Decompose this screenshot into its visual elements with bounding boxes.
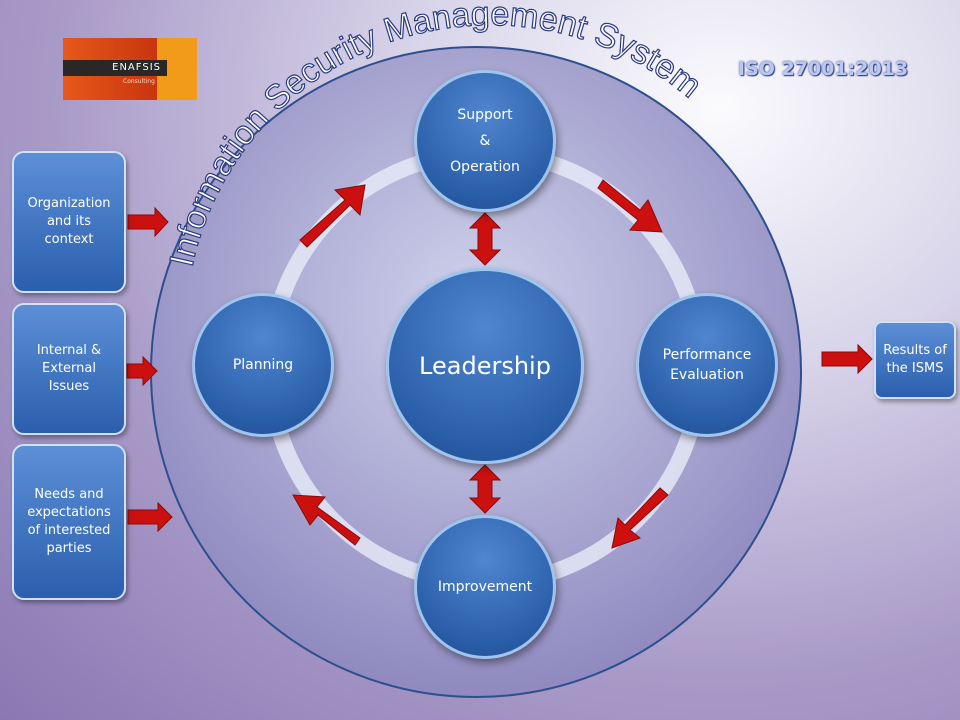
arrow-leadership-improvement [468,464,502,514]
line: Support [457,107,513,123]
arrow-support-performance [597,179,663,233]
line: Issues [48,379,90,394]
arrow-improvement-planning [292,494,361,546]
arrow-input-1 [127,206,169,238]
box-text: Needs and expectations of interested partie… [27,486,111,558]
node-improvement: Improvement [414,515,556,659]
line: Evaluation [670,367,744,383]
line: & [479,133,491,149]
box-text: Results of the ISMS [883,342,947,378]
node-leadership: Leadership [386,268,584,464]
line: Results of [883,343,947,358]
line: parties [46,541,92,556]
line: External [42,361,96,376]
line: Performance [662,347,752,363]
line: and its [46,214,92,229]
line: Operation [450,159,520,175]
cycle-arrows [126,179,873,549]
line: Organization [27,196,111,211]
arrow-input-2 [126,355,158,387]
enafsis-logo: ENAFSIS Consulting [63,38,197,100]
line: context [44,232,94,247]
arrow-performance-improvement [611,487,669,549]
logo-tagline: Consulting [123,78,155,85]
line: Internal & [36,343,102,358]
arrow-output [821,343,873,375]
input-interested-parties: Needs and expectations of interested partie… [12,444,126,600]
arrow-support-leadership [468,212,502,266]
output-results: Results of the ISMS [874,321,956,399]
node-support-operation: Support & Operation [414,70,556,212]
standard-label: ISO 27001:2013 [738,58,909,80]
node-text: Support & Operation [450,102,520,180]
logo-name: ENAFSIS [63,60,167,76]
input-organization-context: Organization and its context [12,151,126,293]
arrow-planning-support [299,184,366,248]
arrow-input-3 [127,501,173,533]
node-planning: Planning [192,293,334,437]
line: Needs and [34,487,104,502]
line: the ISMS [886,361,944,376]
line: of interested [27,523,111,538]
line: expectations [27,505,111,520]
box-text: Organization and its context [27,195,110,249]
